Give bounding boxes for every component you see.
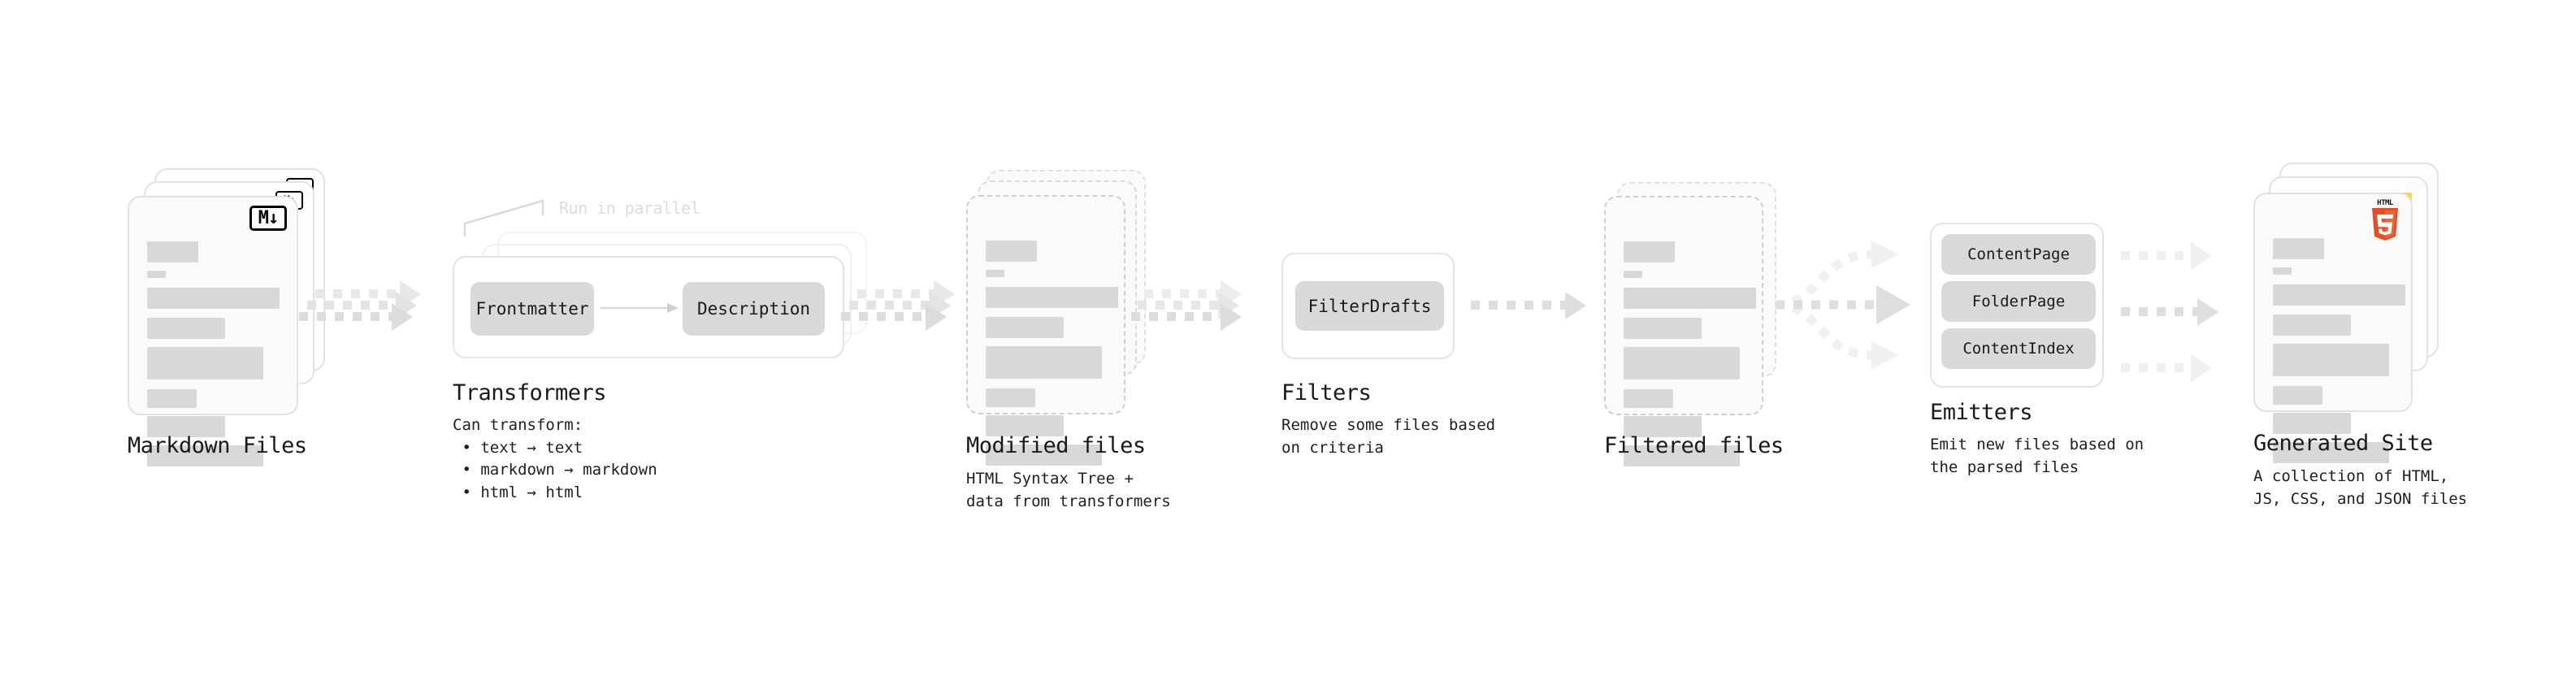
modified-files-title: Modified files: [966, 433, 1146, 458]
markdown-file-sheet-front: M↓: [128, 196, 298, 466]
emitter-chip-contentpage[interactable]: ContentPage: [1941, 234, 2096, 275]
document-content-line: [1624, 241, 1675, 262]
document-content-line: [147, 241, 198, 262]
emitter-chip-contentindex[interactable]: ContentIndex: [1941, 328, 2096, 369]
transformer-chip-description[interactable]: Description: [683, 282, 825, 336]
transformers-subtitle: Can transform: • text → text • markdown …: [453, 416, 657, 501]
generated-site-subtitle: A collection of HTML, JS, CSS, and JSON …: [2253, 467, 2468, 508]
document-content-line: [2273, 442, 2389, 463]
modified-file-sheet-front: [966, 195, 1125, 466]
document-content-line: [2273, 238, 2324, 259]
document-content-line: [147, 271, 166, 278]
filters-subtitle: Remove some files based on criteria: [1281, 416, 1496, 457]
document-content-line: [1624, 318, 1702, 339]
run-in-parallel-bracket: [463, 197, 553, 238]
html5-wordmark: HTML: [2377, 199, 2393, 207]
document-content-line: [147, 318, 225, 339]
generated-site-title: Generated Site: [2253, 431, 2433, 456]
markdown-files-title: Markdown Files: [128, 433, 307, 458]
document-content-line: [986, 241, 1037, 262]
filter-chip-filterdrafts[interactable]: FilterDrafts: [1295, 281, 1444, 331]
document-content-line: [2273, 413, 2351, 434]
emitter-chip-folderpage[interactable]: FolderPage: [1941, 281, 2096, 322]
document-content-line: [1624, 416, 1702, 437]
transformer-chip-frontmatter[interactable]: Frontmatter: [471, 282, 594, 336]
filters-title: Filters: [1281, 380, 1372, 406]
document-content-line: [147, 389, 197, 408]
document-content-line: [2273, 386, 2322, 405]
filtered-file-sheet-front: [1604, 196, 1763, 466]
emitters-title: Emitters: [1930, 400, 2033, 425]
generated-site-sheet-html: HTML: [2253, 193, 2413, 463]
document-content-line: [986, 287, 1118, 308]
document-content-line: [1624, 288, 1756, 309]
document-content-line: [2273, 284, 2405, 306]
document-content-line: [1624, 389, 1673, 408]
html5-icon: HTML: [2370, 199, 2400, 242]
document-content-line: [147, 416, 225, 437]
run-in-parallel-label: Run in parallel: [559, 198, 700, 218]
document-content-line: [986, 346, 1102, 379]
filtered-files-title: Filtered files: [1604, 433, 1784, 458]
document-content-line: [147, 445, 263, 466]
document-content-line: [986, 445, 1102, 466]
document-content-line: [986, 415, 1064, 436]
document-content-line: [1624, 347, 1740, 380]
document-content-line: [2273, 267, 2292, 275]
emitters-panel: ContentPage FolderPage ContentIndex: [1930, 223, 2104, 388]
emitters-subtitle: Emit new files based on the parsed files: [1930, 436, 2144, 476]
transformers-title: Transformers: [453, 380, 607, 406]
document-content-line: [986, 270, 1004, 277]
markdown-icon: M↓: [249, 206, 287, 231]
filters-panel: FilterDrafts: [1281, 253, 1455, 359]
document-content-line: [147, 347, 263, 380]
transformers-panel-front: Frontmatter Description: [453, 256, 844, 358]
document-content-line: [1624, 271, 1642, 278]
document-content-line: [986, 317, 1064, 338]
document-content-line: [147, 288, 280, 309]
document-content-line: [2273, 314, 2351, 336]
document-content-line: [986, 388, 1035, 407]
document-content-line: [1624, 445, 1740, 466]
document-content-line: [2273, 344, 2389, 376]
modified-files-subtitle: HTML Syntax Tree + data from transformer…: [966, 470, 1171, 510]
